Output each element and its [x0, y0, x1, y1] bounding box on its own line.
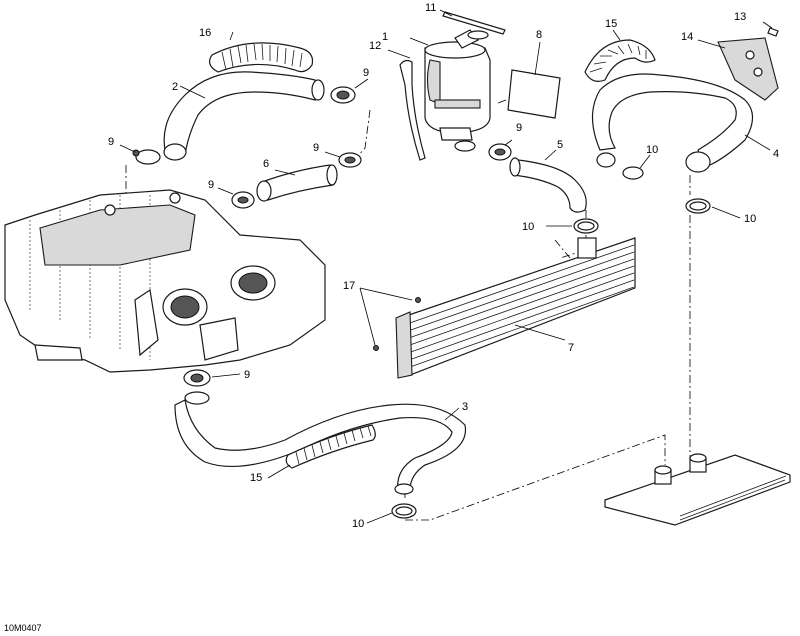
callout-13: 13 [734, 11, 746, 23]
callout-9-middle: 9 [313, 142, 319, 154]
callout-14: 14 [681, 31, 693, 43]
callout-12: 12 [369, 40, 381, 52]
alignment-centerlines [125, 109, 691, 521]
callout-3: 3 [462, 401, 468, 413]
o-ring-10-upper-right [622, 166, 644, 180]
bottom-cooler [604, 453, 791, 526]
leader-lines [119, 9, 773, 524]
screw-17-b [373, 345, 379, 351]
hose-clamp-9-top [330, 86, 356, 104]
callout-5: 5 [557, 139, 563, 151]
coolant-hose-3 [174, 391, 467, 495]
o-ring-10-center [573, 218, 599, 234]
callout-17: 17 [343, 280, 355, 292]
coolant-hose-4 [591, 73, 754, 173]
callout-4: 4 [773, 148, 779, 160]
callout-9-top: 9 [363, 67, 369, 79]
callout-15-bottom: 15 [250, 472, 262, 484]
callout-15-top: 15 [605, 18, 617, 30]
callout-10-upper-right: 10 [646, 144, 658, 156]
coolant-hose-2 [163, 71, 325, 161]
coolant-reservoir-1 [424, 29, 491, 152]
hose-clamp-9-right [488, 143, 512, 161]
callout-9-lower: 9 [208, 179, 214, 191]
overflow-tube-12 [399, 59, 426, 161]
hose-clamp-9-middle [338, 152, 362, 168]
bracket-14 [717, 37, 779, 101]
callout-9-right: 9 [516, 122, 522, 134]
callout-2: 2 [172, 81, 178, 93]
callout-6: 6 [263, 158, 269, 170]
coolant-hose-5 [509, 157, 587, 213]
reservoir-cap-11 [442, 11, 506, 40]
callout-10-right: 10 [744, 213, 756, 225]
o-ring-10-right [685, 198, 711, 214]
hose-clamp-9-lower [231, 191, 255, 209]
callout-8: 8 [536, 29, 542, 41]
hose-clamp-9-bottom [183, 369, 211, 387]
callout-16: 16 [199, 27, 211, 39]
callout-11: 11 [425, 2, 436, 14]
heat-exchanger-7 [395, 237, 636, 379]
corrugated-hose-16 [208, 42, 314, 73]
callout-7: 7 [568, 342, 574, 354]
bolt-13 [767, 27, 779, 37]
corrugated-hose-15-top [584, 39, 656, 82]
o-ring-10-bottom [391, 503, 417, 519]
hose-clamp-9-left [132, 149, 161, 165]
callout-1: 1 [382, 31, 388, 43]
callout-10-center: 10 [522, 221, 534, 233]
engine-block [4, 189, 326, 373]
strap-8 [497, 69, 561, 119]
figure-id: 10M0407 [4, 623, 42, 633]
screw-17-a [415, 297, 421, 303]
callout-labels: 1 2 3 4 5 6 7 8 9 9 9 9 9 9 10 10 10 10 … [108, 2, 779, 530]
callout-10-bottom: 10 [352, 518, 364, 530]
callout-9-left: 9 [108, 136, 114, 148]
callout-9-bottom: 9 [244, 369, 250, 381]
coolant-hose-6 [256, 164, 338, 202]
